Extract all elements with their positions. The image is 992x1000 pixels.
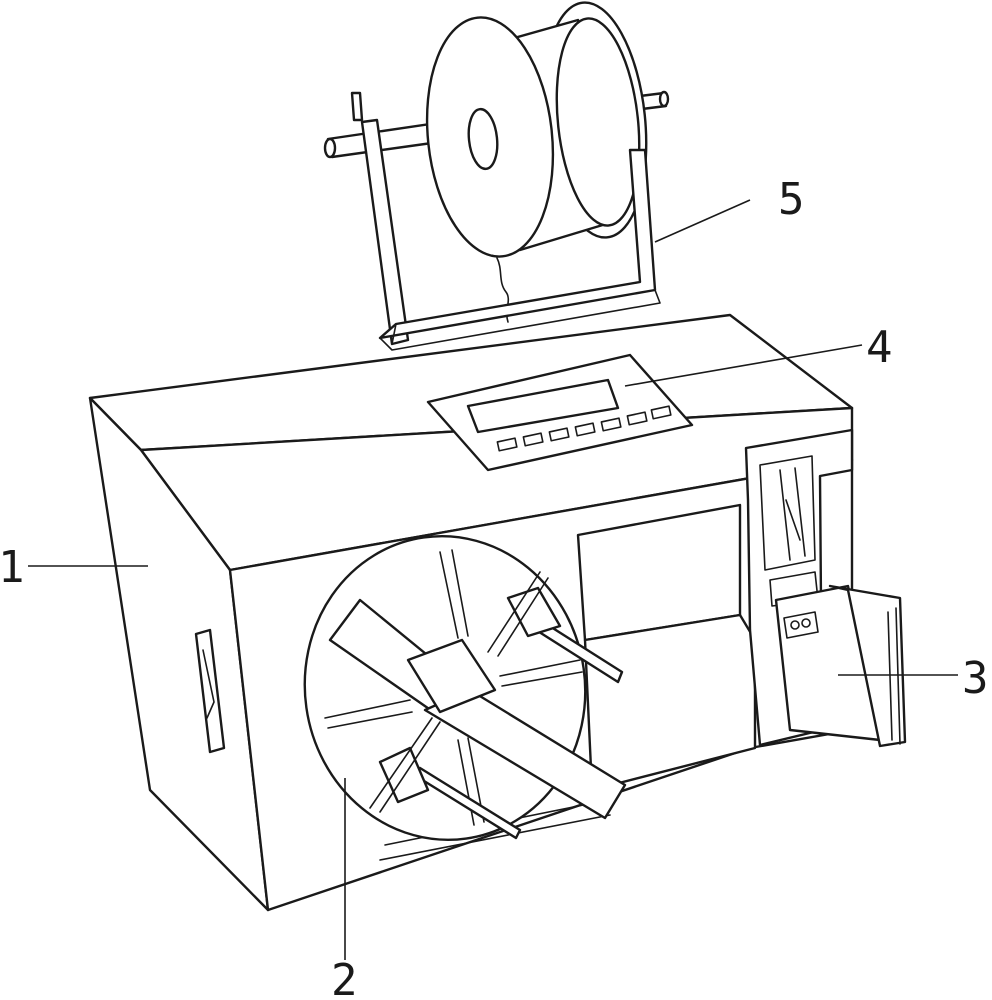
side-handle — [194, 628, 226, 754]
axle-end-left — [323, 137, 337, 159]
callout-labels: 1 2 3 4 5 — [0, 174, 989, 1000]
spool-holder — [323, 1, 670, 351]
callout-1: 1 — [0, 542, 25, 593]
panel-button[interactable] — [600, 417, 622, 432]
spool-hub-hole — [467, 107, 499, 171]
callout-2: 2 — [331, 955, 358, 1000]
leader-4 — [624, 344, 863, 387]
panel-buttons — [496, 405, 672, 452]
panel-button[interactable] — [522, 432, 544, 447]
disc-slot — [324, 699, 413, 729]
clamp-bolts — [783, 611, 819, 639]
panel-button[interactable] — [574, 422, 596, 437]
panel-button[interactable] — [548, 427, 570, 442]
display-screen — [466, 378, 620, 434]
leader-5 — [654, 199, 751, 243]
clamp-unit — [744, 428, 907, 748]
holder-left-post — [360, 118, 410, 346]
leader-lines — [28, 199, 958, 960]
disc-slot — [499, 659, 583, 687]
disc-hub — [406, 638, 497, 714]
panel-button[interactable] — [496, 437, 518, 452]
callout-3: 3 — [962, 653, 989, 704]
winding-disc — [303, 535, 627, 841]
disc-slot — [439, 549, 469, 639]
cutter-block — [828, 584, 907, 748]
panel-button[interactable] — [650, 405, 672, 420]
panel-button[interactable] — [626, 411, 648, 426]
callout-5: 5 — [778, 174, 805, 225]
control-panel — [426, 353, 694, 472]
front-recess — [379, 503, 757, 861]
callout-4: 4 — [866, 322, 893, 373]
feed-channel — [583, 613, 757, 792]
